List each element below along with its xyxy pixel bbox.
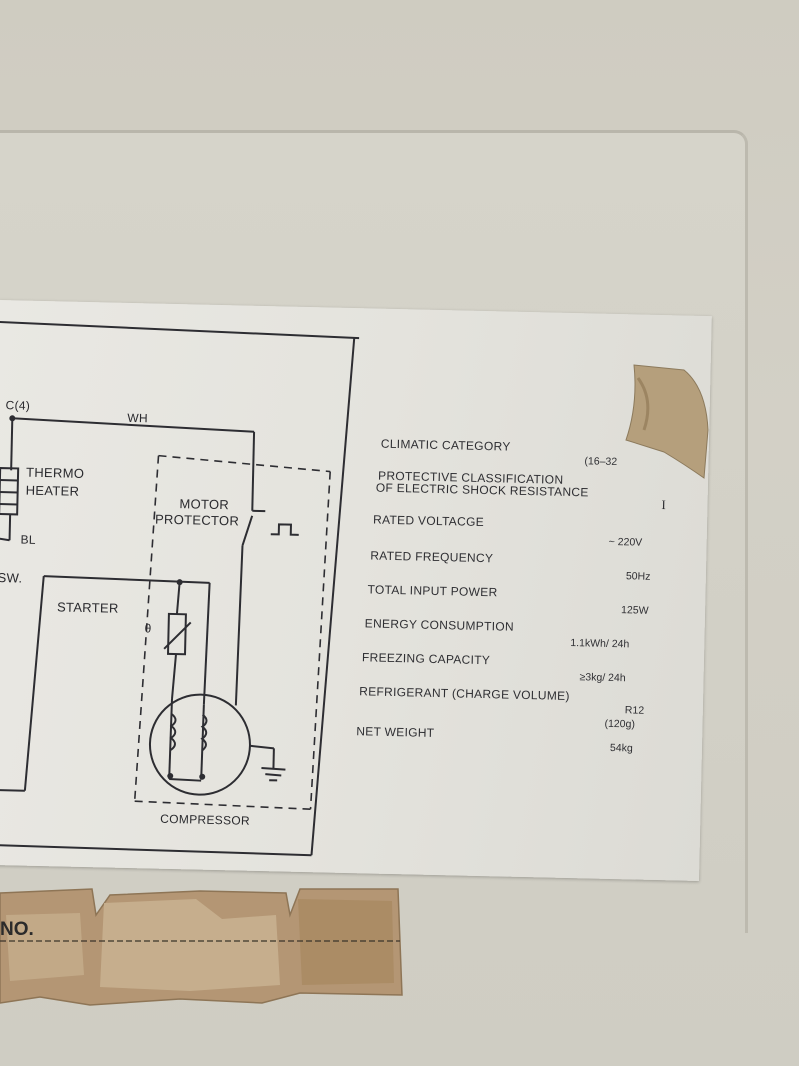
tag-residue [0,888,403,1006]
spec-energy-label: ENERGY CONSUMPTION [364,616,515,634]
label-theta: θ [144,621,152,636]
rating-label-sticker: C(4) WH THERMO HEATER BL .SW. MOTOR PROT… [0,300,712,882]
tag-no-label: NO. [0,919,34,940]
spec-voltage-label: RATED VOLTACGE [372,512,485,530]
wiring-diagram [0,320,360,857]
spec-refrigerant-amount: (120g) [604,717,636,731]
spec-weight-value: 54kg [609,741,633,755]
label-c4: C(4) [5,398,31,413]
label-wh: WH [127,410,149,426]
spec-climatic-value: (16–32 [584,455,618,469]
spec-refrigerant-value: R12 [624,704,645,717]
label-bl: BL [20,532,37,547]
label-compressor: COMPRESSOR [160,811,251,828]
spec-weight-label: NET WEIGHT [356,724,435,740]
serial-number-tag: NO. [0,885,405,1015]
label-sw: .SW. [0,569,23,586]
spec-energy-value: 1.1kWh/ 24h [570,637,630,651]
spec-freezing-value: ≥3kg/ 24h [579,671,626,685]
label-motor: MOTOR [179,496,230,513]
spec-voltage-value: ~ 220V [608,535,643,549]
label-protector: PROTECTOR [154,511,240,529]
spec-frequency-value: 50Hz [625,570,651,583]
label-starter: STARTER [56,599,119,616]
spec-climatic-label: CLIMATIC CATEGORY [380,436,511,454]
torn-corner [625,364,709,479]
spec-power-value: 125W [620,604,649,617]
label-heater: HEATER [25,482,80,499]
label-thermo: THERMO [25,464,85,481]
spec-refrigerant-label: REFRIGERANT (CHARGE VOLUME) [359,684,570,704]
spec-power-label: TOTAL INPUT POWER [367,582,498,600]
spec-freezing-label: FREEZING CAPACITY [361,650,491,668]
spec-frequency-label: RATED FREQUENCY [370,548,494,566]
